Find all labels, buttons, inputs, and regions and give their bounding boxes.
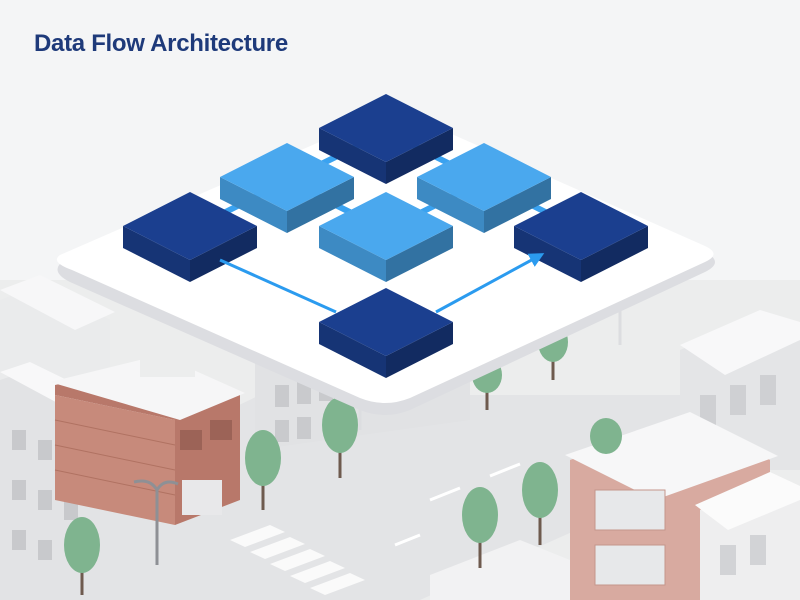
tree: [590, 418, 622, 454]
node-top: [319, 94, 453, 184]
tree: [462, 487, 498, 568]
tree: [64, 517, 100, 595]
node-upper-left: [220, 143, 354, 233]
tree: [322, 397, 358, 478]
tree: [245, 430, 281, 510]
flow-arrow-left-bottom: [219, 258, 337, 314]
node-upper-right: [417, 143, 551, 233]
building-brick: [50, 355, 245, 525]
nodes: [123, 94, 648, 378]
tree: [522, 462, 558, 545]
node-center: [319, 192, 453, 282]
road-markings: [394, 462, 521, 547]
node-left: [123, 192, 257, 282]
node-bottom: [319, 288, 453, 378]
street-lamp: [133, 479, 179, 565]
flow-arrows: [219, 253, 545, 314]
page-title: Data Flow Architecture: [34, 30, 288, 57]
flow-arrow-bottom-right: [435, 253, 545, 314]
sidewalk: [430, 540, 570, 600]
crosswalk: [230, 525, 365, 595]
building-white-right: [695, 472, 800, 600]
node-right: [514, 192, 648, 282]
